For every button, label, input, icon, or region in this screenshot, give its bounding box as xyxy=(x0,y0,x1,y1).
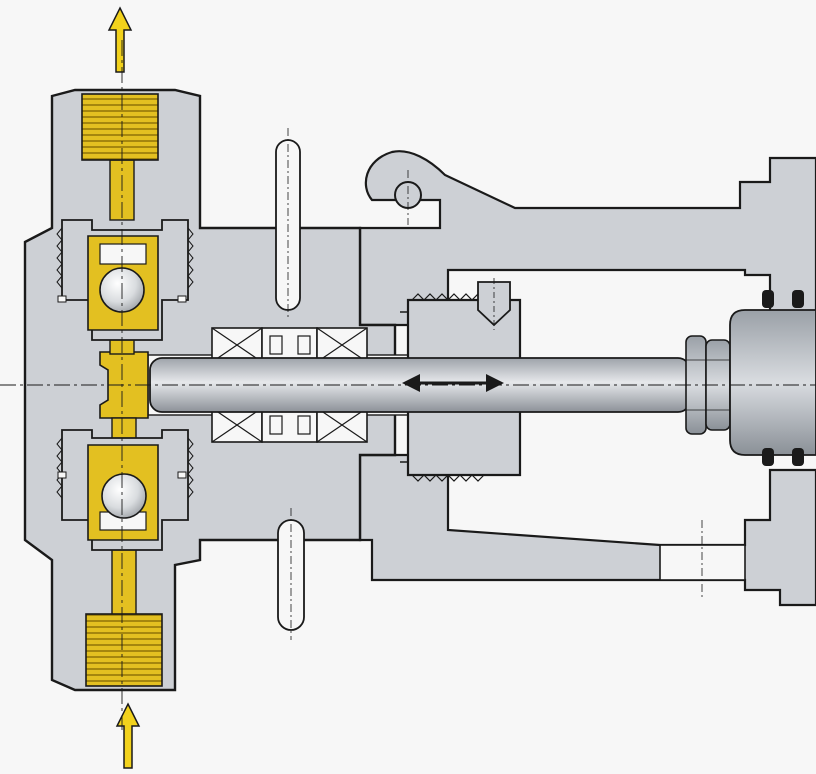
right-housing-lower xyxy=(358,453,816,607)
lubrication-pin-lower xyxy=(277,508,305,640)
outlet-port-thread xyxy=(81,93,159,161)
plunger-stroke-arrow-icon xyxy=(402,374,504,392)
set-screw xyxy=(477,278,511,330)
packing-lower xyxy=(211,407,368,443)
lubrication-pin-upper xyxy=(275,128,301,320)
outlet-arrow-icon xyxy=(107,6,133,73)
inlet-port-thread xyxy=(85,613,163,687)
suction-valve xyxy=(56,429,194,551)
inlet-arrow-icon xyxy=(115,702,141,769)
packing-upper xyxy=(211,327,368,363)
crosshead xyxy=(729,290,816,466)
seal-rings xyxy=(762,290,804,466)
fluid-chamber xyxy=(99,159,149,616)
center-lines xyxy=(0,40,816,730)
discharge-valve xyxy=(56,219,194,341)
